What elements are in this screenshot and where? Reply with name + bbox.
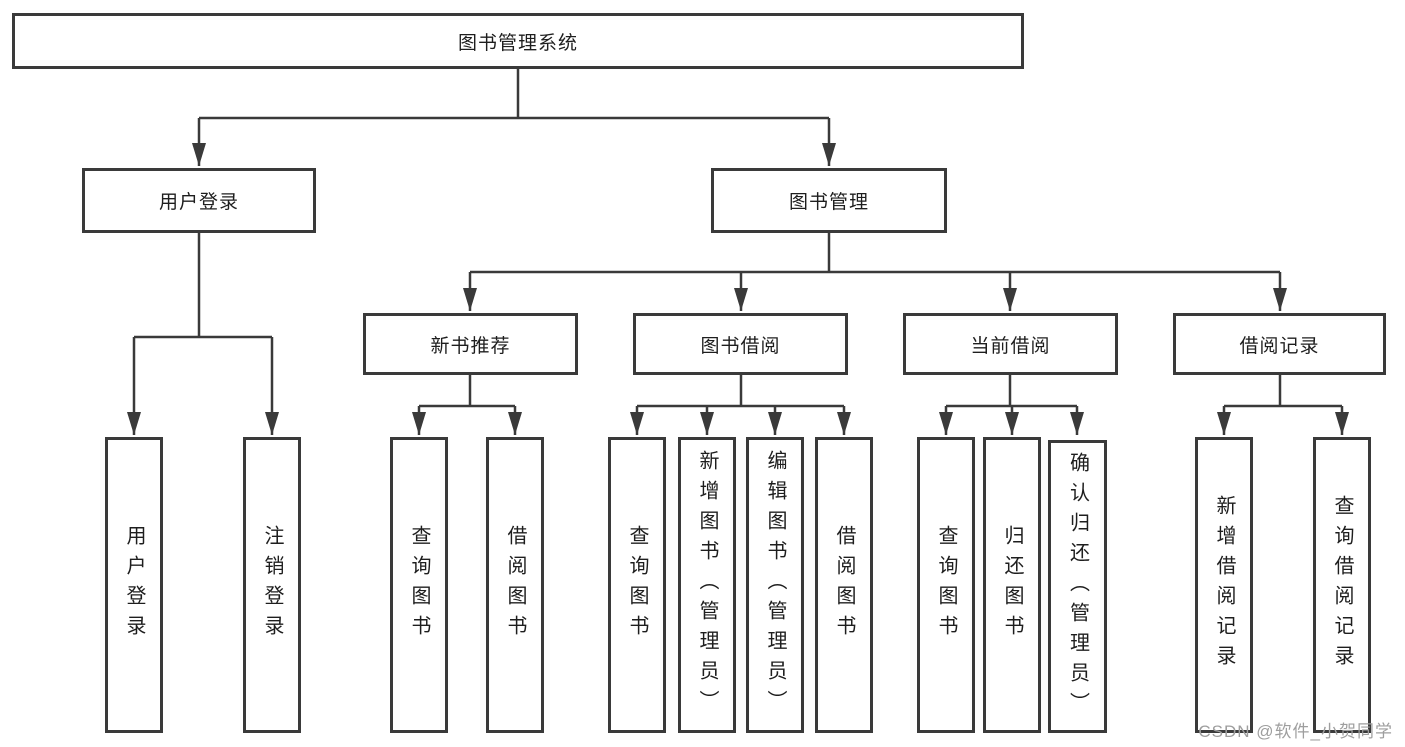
node-current-confirm-return-admin-label: 确认归还（管理员） [1066,451,1089,722]
node-current-query-books-label: 查询图书 [935,525,957,645]
node-logout-action: 注销登录 [243,437,301,733]
node-book-management-label: 图书管理 [788,192,869,213]
node-root-label: 图书管理系统 [457,32,578,54]
node-book-management: 图书管理 [711,168,947,233]
node-newbook-borrow-books-label: 借阅图书 [504,525,526,645]
node-newbook-borrow-books: 借阅图书 [486,437,544,733]
node-record-add-borrow-record: 新增借阅记录 [1195,437,1253,733]
node-user-login-action: 用户登录 [105,437,163,733]
node-current-borrow-label: 当前借阅 [970,335,1051,357]
node-user-login-action-label: 用户登录 [123,525,145,645]
node-record-query-borrow-record: 查询借阅记录 [1313,437,1371,733]
node-borrow-record: 借阅记录 [1173,313,1386,375]
node-borrow-add-books-admin-label: 新增图书（管理员） [696,450,718,720]
node-root-library-system: 图书管理系统 [12,13,1024,69]
node-book-borrow-label: 图书借阅 [700,335,781,357]
node-user-login: 用户登录 [82,168,316,233]
csdn-watermark: CSDN @软件_小贺同学 [1198,722,1393,741]
node-user-login-label: 用户登录 [158,192,239,213]
node-newbook-query-books-label: 查询图书 [408,525,430,645]
node-record-add-borrow-record-label: 新增借阅记录 [1213,495,1235,675]
node-new-book-recommend-label: 新书推荐 [430,335,511,357]
node-borrow-edit-books-admin: 编辑图书（管理员） [746,437,804,733]
node-newbook-query-books: 查询图书 [390,437,448,733]
node-current-return-books: 归还图书 [983,437,1041,733]
node-logout-action-label: 注销登录 [261,525,283,645]
node-current-borrow: 当前借阅 [903,313,1118,375]
node-borrow-add-books-admin: 新增图书（管理员） [678,437,736,733]
node-new-book-recommend: 新书推荐 [363,313,578,375]
node-borrow-borrow-books-label: 借阅图书 [833,525,855,645]
node-borrow-borrow-books: 借阅图书 [815,437,873,733]
node-borrow-record-label: 借阅记录 [1239,335,1320,357]
node-record-query-borrow-record-label: 查询借阅记录 [1331,495,1353,675]
node-current-query-books: 查询图书 [917,437,975,733]
node-borrow-query-books-label: 查询图书 [626,525,648,645]
node-borrow-edit-books-admin-label: 编辑图书（管理员） [764,450,786,720]
node-current-return-books-label: 归还图书 [1001,525,1023,645]
node-book-borrow: 图书借阅 [633,313,848,375]
node-current-confirm-return-admin: 确认归还（管理员） [1048,440,1107,733]
node-borrow-query-books: 查询图书 [608,437,666,733]
